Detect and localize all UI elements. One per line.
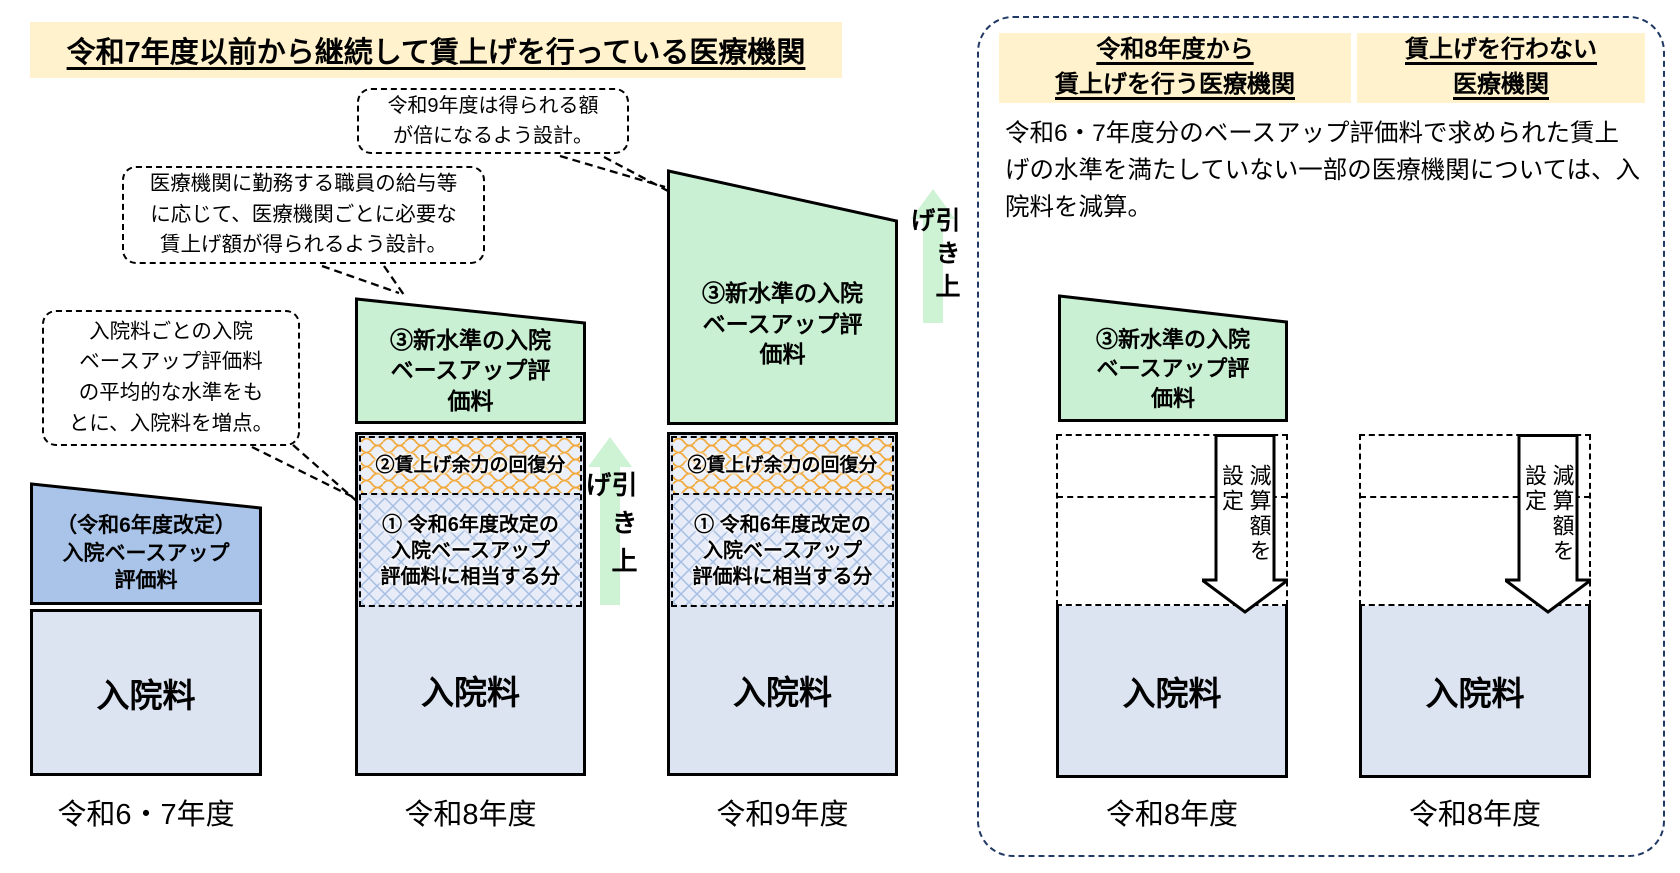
deduction-arrow-icon-new: 減算額を 設定 (1197, 434, 1293, 614)
rbar-none-year-label: 令和8年度 (1408, 799, 1542, 831)
tail-line (321, 264, 400, 295)
callout-average-level: 入院料ごとの入院 ベースアップ評価料 の平均的な水準をも とに、入院料を増点。 (42, 310, 300, 446)
bar-r9-baseup-block: ③新水準の入院 ベースアップ評 価料 (667, 167, 898, 425)
rbar-none-hospital-fee-label: 入院料 (1425, 674, 1525, 712)
bar-r8-year-label: 令和8年度 (404, 799, 537, 831)
deduction-divider-line (1057, 496, 1287, 498)
bar-r9-recovery-section: ②賃上げ余力の回復分 (673, 438, 892, 495)
bar-r9-year-label: 令和9年度 (716, 799, 849, 831)
deduction-note: 令和6・7年度分のベースアップ評価料で求められた賃上げの水準を満たしていない一部… (1005, 120, 1641, 221)
bar-r67-baseup-label: （令和6年度改定） 入院ベースアップ 評価料 (56, 513, 236, 593)
right-panel: 令和8年度から 賃上げを行う医療機関 賃上げを行わない 医療機関 令和6・7年度… (977, 16, 1665, 857)
tail-line (292, 444, 361, 505)
callout-per-institution-design-text: 医療機関に勤務する職員の給与等 に応じて、医療機関ごとに必要な 賃上げ額が得られ… (149, 171, 458, 257)
blue-trapezoid-shape (30, 482, 262, 605)
bar-r9-r6equiv-section: ① 令和6年度改定の 入院ベースアップ 評価料に相当する分 (673, 497, 892, 605)
rbar-new-hospital-fee: 入院料 (1056, 606, 1288, 778)
diamond-hatch-pattern (673, 497, 892, 605)
rbar-new-hospital-fee-label: 入院料 (1122, 674, 1222, 712)
left-title-text: 令和7年度以前から継続して賃上げを行っている医療機関 (66, 37, 806, 69)
left-title-banner: 令和7年度以前から継続して賃上げを行っている医療機関 (30, 22, 842, 78)
rbar-new-year-label: 令和8年度 (1105, 799, 1239, 831)
deduction-arrow-label-new: 減算額を 設定 (1219, 464, 1272, 564)
header-new-raise-text: 令和8年度から 賃上げを行う医療機関 (1055, 36, 1295, 98)
header-new-raise: 令和8年度から 賃上げを行う医療機関 (999, 33, 1351, 103)
bar-r8-recovery-label: ②賃上げ余力の回復分 (375, 454, 566, 476)
callout-double-design-text: 令和9年度は得られる額 が倍になるよう設計。 (387, 95, 599, 147)
up-arrow-shape (588, 437, 632, 605)
header-no-raise-text: 賃上げを行わない 医療機関 (1405, 36, 1597, 98)
scallop-hatch-pattern (361, 438, 580, 493)
deduction-arrow-icon-none: 減算額を 設定 (1500, 434, 1596, 614)
diamond-hatch-pattern (361, 497, 580, 605)
bar-r9-stack: ②賃上げ余力の回復分 ① 令和6年度改定の 入院ベースアップ 評価料に相当する分… (667, 432, 898, 776)
bar-r67-hospital-fee-label: 入院料 (96, 676, 196, 714)
down-arrow-shape (1500, 434, 1596, 614)
bar-r8-r6equiv-section: ① 令和6年度改定の 入院ベースアップ 評価料に相当する分 (361, 497, 580, 605)
down-arrow-shape (1197, 434, 1293, 614)
bar-r9-hospital-fee-label: 入院料 (733, 674, 832, 711)
bar-r9-r6equiv-label: ① 令和6年度改定の 入院ベースアップ 評価料に相当する分 (692, 513, 873, 589)
bar-r67-hospital-fee: 入院料 (30, 609, 262, 776)
rbar-none-hospital-fee: 入院料 (1359, 606, 1591, 778)
bar-r8-recovery-section: ②賃上げ余力の回復分 (361, 438, 580, 495)
rbar-new-baseup-label: ③新水準の入院 ベースアップ評 価料 (1095, 327, 1250, 411)
bar-r9-baseup-label: ③新水準の入院 ベースアップ評 価料 (702, 280, 863, 368)
up-arrow-shape (911, 189, 955, 323)
callout-average-level-text: 入院料ごとの入院 ベースアップ評価料 の平均的な水準をも とに、入院料を増点。 (68, 319, 274, 435)
tail-line (383, 265, 405, 296)
raise-arrow-icon-r8: 引き上げ (582, 437, 638, 605)
tail-line (603, 155, 669, 193)
deduction-arrow-label-none: 減算額を 設定 (1522, 464, 1575, 564)
bar-r9-recovery-label: ②賃上げ余力の回復分 (687, 454, 878, 476)
tail-line (559, 154, 666, 189)
bar-r8-baseup-block: ③新水準の入院 ベースアップ評 価料 (355, 295, 586, 424)
callout-per-institution-design: 医療機関に勤務する職員の給与等 に応じて、医療機関ごとに必要な 賃上げ額が得られ… (122, 166, 485, 264)
deduction-divider-line (1360, 496, 1590, 498)
bar-r8-stack: ②賃上げ余力の回復分 ① 令和6年度改定の 入院ベースアップ 評価料に相当する分… (355, 432, 586, 776)
bar-r8-dashed-sections: ②賃上げ余力の回復分 ① 令和6年度改定の 入院ベースアップ 評価料に相当する分 (359, 436, 582, 607)
green-trapezoid-shape (355, 297, 586, 424)
bar-r8-hospital-fee-label: 入院料 (421, 674, 520, 711)
bar-r8-baseup-label: ③新水準の入院 ベースアップ評 価料 (390, 326, 551, 414)
rbar-new-baseup-block: ③新水準の入院 ベースアップ評 価料 (1058, 292, 1288, 422)
green-trapezoid-shape (1058, 294, 1288, 422)
callout-double-design: 令和9年度は得られる額 が倍になるよう設計。 (357, 88, 629, 154)
raise-arrow-icon-r9: 引き上げ (907, 189, 960, 323)
bar-r8-r6equiv-label: ① 令和6年度改定の 入院ベースアップ 評価料に相当する分 (380, 513, 561, 589)
bar-r67-year-label: 令和6・7年度 (57, 799, 235, 831)
bar-r67-baseup-block: （令和6年度改定） 入院ベースアップ 評価料 (30, 480, 262, 605)
header-no-raise: 賃上げを行わない 医療機関 (1357, 33, 1645, 103)
scallop-hatch-pattern (673, 438, 892, 493)
green-trapezoid-shape (667, 169, 898, 425)
bar-r9-dashed-sections: ②賃上げ余力の回復分 ① 令和6年度改定の 入院ベースアップ 評価料に相当する分 (671, 436, 894, 607)
raise-arrow-label-r9: 引き上げ (907, 207, 960, 306)
raise-arrow-label-r8: 引き上げ (582, 471, 638, 585)
tail-line (251, 445, 358, 501)
